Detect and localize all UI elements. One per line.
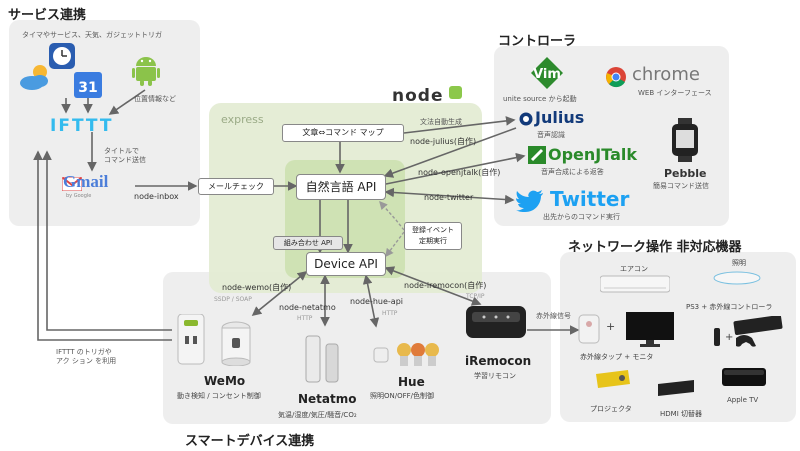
wemo-motion-icon [220, 320, 252, 367]
controller-title: コントローラ [498, 34, 577, 49]
mail-check-box: メールチェック [198, 178, 274, 195]
event-label-2: 定期実行 [419, 237, 447, 245]
julius-logo: Julius [535, 108, 585, 127]
grammar-generation-label: 文法自動生成 [420, 118, 462, 126]
hdmi-label: HDMI 切替器 [660, 410, 702, 418]
projector-icon [592, 368, 632, 390]
light-label: 照明 [732, 259, 746, 267]
pebble-logo: Pebble [664, 167, 707, 180]
calendar-icon: 31 [74, 72, 102, 98]
chrome-logo: chrome [632, 64, 700, 85]
appletv-label: Apple TV [727, 396, 759, 404]
gmail-logo: Gmail [63, 172, 109, 191]
ssdp-label: SSDP / SOAP [214, 296, 252, 303]
ir-tap-icon [578, 314, 600, 344]
device-api-box: Device API [306, 252, 386, 276]
unite-label: unite source から起動 [503, 95, 577, 103]
appletv-icon [722, 366, 766, 388]
ifttt-use-label-2: アク ション を利用 [56, 357, 117, 365]
event-box: 登録イベント 定期実行 [404, 222, 462, 250]
ir-signal-label: 赤外線信号 [536, 312, 571, 320]
twitter-sub: 出先からのコマンド実行 [543, 213, 620, 221]
title-command-label-2: コマンド送信 [104, 156, 146, 164]
nl-api-box: 自然言語 API [296, 174, 386, 200]
android-icon [132, 52, 160, 88]
ceiling-light-icon [712, 270, 762, 286]
vim-text: Vim [533, 67, 561, 82]
hue-name: Hue [398, 375, 425, 389]
event-label-1: 登録イベント [412, 226, 454, 234]
openjtalk-logo: OpenJTalk [548, 145, 638, 164]
chrome-sub: WEB インターフェース [638, 89, 712, 97]
node-netatmo-label: node-netatmo [279, 303, 336, 312]
openjtalk-icon [528, 146, 546, 164]
node-wemo-label: node-wemo(自作) [222, 283, 292, 292]
svg-text:+: + [725, 332, 733, 343]
vim-icon: Vim [530, 56, 564, 90]
julius-icon [519, 111, 533, 126]
plus-1: + [606, 320, 616, 333]
aircon-icon [599, 274, 671, 294]
gmail-sub: by Google [66, 193, 92, 199]
tcpip-label: TCP/IP [466, 293, 485, 300]
http-label-1: HTTP [297, 315, 313, 322]
netatmo-name: Netatmo [298, 392, 357, 406]
ps3-icon: + [712, 314, 784, 350]
title-command-label-1: タイトルで [104, 147, 139, 155]
netatmo-icon [304, 332, 344, 384]
service-title: サービス連携 [8, 8, 87, 23]
twitter-logo: Twitter [550, 187, 630, 211]
nodejs-hexagon-icon [448, 86, 462, 99]
wemo-name: WeMo [204, 374, 246, 388]
twitter-bird-icon [516, 190, 544, 212]
iremocon-sub: 学習リモコン [474, 372, 516, 380]
svg-text:31: 31 [78, 80, 97, 96]
nodejs-text: node [392, 86, 444, 106]
tap-monitor-label: 赤外線タップ + モニタ [580, 353, 654, 361]
node-julius-label: node-julius(自作) [410, 137, 477, 146]
wemo-switch-icon [176, 313, 206, 366]
ifttt-use-label-1: IFTTT のトリガや [56, 348, 112, 356]
service-panel [9, 20, 200, 226]
projector-label: プロジェクタ [590, 405, 632, 413]
node-twitter-label: node-twitter [424, 193, 474, 202]
node-openjtalk-label: node-openjtalk(自作) [418, 168, 501, 177]
pebble-icon [670, 118, 700, 162]
monitor-icon [626, 312, 674, 348]
netatmo-sub: 気温/湿度/気圧/騒音/CO₂ [278, 411, 357, 419]
aircon-label: エアコン [620, 265, 648, 273]
express-label: express [221, 113, 264, 126]
clock-icon [48, 42, 76, 70]
hue-sub: 照明ON/OFF/色制御 [370, 392, 435, 400]
weather-icon [18, 62, 54, 92]
node-inbox-label: node-inbox [134, 192, 179, 201]
pebble-sub: 簡易コマンド送信 [653, 182, 709, 190]
http-label-2: HTTP [382, 310, 398, 317]
iremocon-icon [466, 304, 526, 340]
wemo-sub: 動き検知 / コンセント制御 [177, 392, 261, 400]
service-caption: タイマやサービス、天気、ガジェットトリガ [22, 31, 162, 39]
hue-bulbs-icon [372, 340, 442, 374]
node-hue-label: node-hue-api [350, 297, 404, 306]
network-title: ネットワーク操作 非対応機器 [568, 240, 742, 255]
ps3-label: PS3 + 赤外線コントローラ [686, 303, 773, 311]
julius-sub: 音声認識 [537, 131, 565, 139]
openjtalk-sub: 音声合成による返答 [541, 168, 604, 176]
combo-api-box: 組み合わせ API [273, 236, 343, 250]
ifttt-logo: IFTTT [50, 116, 114, 136]
nodejs-logo: node [392, 86, 462, 106]
iremocon-name: iRemocon [465, 354, 532, 368]
hdmi-switch-icon [656, 378, 696, 398]
bunsho-map-box: 文章⇔コマンド マップ [282, 124, 404, 142]
smart-title: スマートデバイス連携 [185, 434, 315, 449]
node-iremocon-label: node-iremocon(自作) [404, 281, 487, 290]
location-label: 位置情報など [134, 95, 176, 103]
chrome-icon [605, 66, 627, 88]
